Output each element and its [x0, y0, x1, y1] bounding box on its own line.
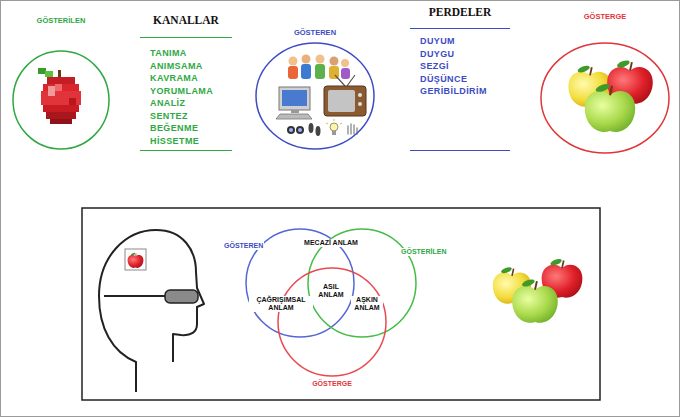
band-rule — [140, 150, 232, 151]
circle-outline — [278, 268, 386, 376]
drawing-part — [298, 128, 302, 132]
pixel-apple — [38, 68, 81, 124]
small-icons — [287, 119, 357, 136]
list-item: SENTEZ — [150, 111, 188, 121]
drawing-part — [104, 295, 166, 297]
node-heading: GÖSTERİLEN — [400, 248, 448, 256]
tv-icon — [324, 75, 366, 116]
drawing-part — [358, 102, 362, 106]
drawing-part — [58, 70, 61, 78]
drawing-part — [326, 119, 342, 124]
drawing-part — [316, 55, 325, 64]
drawing-part — [328, 90, 355, 112]
apples-bottom — [493, 258, 583, 323]
head-figure — [99, 230, 204, 392]
region-label: ASIL ANLAM — [314, 283, 348, 299]
drawing-part — [335, 75, 355, 86]
drawing-part — [276, 114, 312, 119]
drawing-part — [69, 98, 76, 105]
circle-outline — [255, 42, 375, 150]
ellipse-node: GÖSTERGE — [540, 42, 670, 154]
list-band: PERDELER DUYUM DUYGU SEZGİ DÜŞÜNCE GERİBİLDİR… — [410, 4, 510, 152]
node-heading: GÖSTERGE — [584, 13, 627, 22]
drawing-part — [332, 131, 336, 135]
drawing-part — [41, 91, 81, 105]
circle-outline — [540, 42, 670, 154]
drawing-part — [315, 64, 325, 79]
list-item: BEĞENME — [150, 123, 198, 133]
drawing-part — [341, 68, 350, 79]
list-item: DUYGU — [420, 49, 455, 59]
drawing-part — [47, 77, 75, 84]
drawing-part — [291, 110, 299, 113]
drawing-part — [46, 112, 76, 119]
node-heading: GÖSTEREN — [223, 242, 264, 250]
list-item: ANIMSAMA — [150, 61, 203, 71]
list-item: SEZGİ — [420, 61, 449, 71]
drawing-part — [512, 278, 558, 323]
frame — [82, 208, 600, 400]
people-icon — [288, 55, 350, 80]
region-label: MECAZİ ANLAM — [303, 239, 359, 247]
drawing-part — [289, 57, 298, 66]
drawing-part — [330, 123, 338, 131]
node-heading: KANALLAR — [153, 14, 219, 27]
computer-icon — [276, 87, 312, 119]
drawing-part — [38, 68, 46, 74]
band-rule — [410, 28, 510, 29]
list-item: YORUMLAMA — [150, 86, 213, 96]
list-item: TANIMA — [150, 48, 187, 58]
drawing-part — [50, 119, 72, 124]
list-item: HİSSETME — [150, 136, 199, 146]
drawing-part — [125, 249, 146, 270]
drawing-part — [128, 252, 144, 268]
list-band: KANALLAR TANIMA ANIMSAMA KAVRAMA YORUMLAMA AN… — [140, 10, 232, 152]
node-heading: GÖSTERİLEN — [37, 17, 86, 26]
drawing-part — [301, 64, 311, 79]
drawing-part — [288, 66, 298, 79]
node-heading: GÖSTERGE — [311, 380, 353, 388]
drawing-part — [279, 87, 310, 110]
drawing-part — [99, 230, 204, 392]
list-item: GERİBİLDİRİM — [420, 86, 487, 96]
drawing-part — [330, 57, 339, 66]
drawing-part — [165, 290, 198, 303]
circle-outline — [13, 51, 109, 149]
circle-outline — [256, 43, 374, 149]
list-item: DUYUM — [420, 36, 455, 46]
drawing-part — [309, 123, 314, 133]
ellipse-node: GÖSTEREN — [255, 42, 375, 150]
list-item: ANALİZ — [150, 98, 185, 108]
drawing-part — [287, 126, 295, 134]
drawing-part — [48, 86, 55, 96]
drawing-part — [45, 71, 53, 77]
node-heading: GÖSTEREN — [294, 29, 336, 38]
drawing-part — [289, 128, 293, 132]
drawing-part — [43, 105, 79, 112]
ellipse-node: GÖSTERİLEN — [12, 50, 110, 150]
drawing-part — [341, 59, 349, 67]
region-label: AŞKIN ANLAM — [351, 296, 383, 312]
circle-outline — [541, 43, 669, 153]
band-rule — [410, 150, 510, 151]
drawing-part — [55, 84, 62, 91]
drawing-part — [302, 55, 311, 64]
drawing-part — [296, 126, 304, 134]
list-item: DÜŞÜNCE — [420, 74, 467, 84]
drawing-part — [348, 124, 357, 134]
region-label: ÇAĞRIŞIMSAL ANLAM — [249, 296, 313, 312]
drawing-part — [282, 90, 307, 106]
list-item: KAVRAMA — [150, 73, 198, 83]
drawing-part — [316, 126, 321, 136]
apples-top — [568, 59, 652, 132]
drawing-part — [358, 93, 362, 97]
drawing-part — [324, 86, 366, 116]
circle-outline — [12, 50, 110, 150]
band-rule — [140, 37, 232, 38]
drawing-part — [585, 82, 635, 131]
node-heading: PERDELER — [429, 6, 492, 19]
